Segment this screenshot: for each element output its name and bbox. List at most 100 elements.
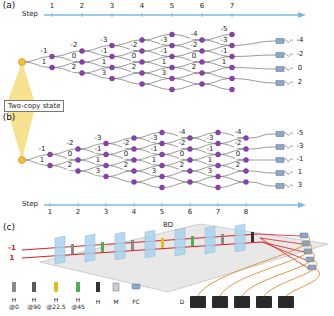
beam-path [106,160,134,166]
beam-path [106,166,134,172]
step-number: 2 [76,209,80,216]
beam-path [22,160,50,166]
beam-path [162,182,190,188]
splitter-dot [216,185,221,190]
splitter-dot [80,71,85,76]
beam-path [232,55,276,57]
beam [258,234,308,268]
position-label: 0 [191,53,197,60]
position-label: 2 [123,162,129,169]
splitter-dot [216,141,221,146]
order-label: -1 [8,245,16,252]
beam-path [22,57,52,63]
beam-path [78,160,106,166]
step-tick [50,203,51,207]
beam-path [142,73,172,79]
splitter-dot [230,32,235,37]
beam-path [50,166,78,172]
step-tick [162,203,163,207]
beam-path [172,57,202,63]
position-label: 2 [235,162,241,169]
position-label: -2 [130,42,139,49]
position-label: 2 [179,162,185,169]
step-tick [172,13,173,17]
coupler [276,171,284,176]
splitter-dot [216,130,221,135]
beam-displacer [55,224,245,264]
order-label: 1 [10,255,15,262]
part-label: BD [163,222,173,229]
beam-path [106,171,134,177]
beam-path [52,51,82,57]
position-label: -1 [40,48,49,55]
output-label: -3 [297,143,304,150]
beam-path [218,182,246,188]
position-label: -4 [190,31,199,38]
beam-path [134,155,162,161]
beam-path [142,57,172,63]
splitter-dot [160,141,165,146]
position-label: -1 [220,48,229,55]
splitter-dot [216,174,221,179]
splitter-dot [50,65,55,70]
position-label: 0 [131,53,137,60]
position-label: -3 [100,37,109,44]
beam-path [106,149,134,155]
step-number: 7 [216,209,220,216]
beam-path [202,79,232,85]
splitter-dot [230,87,235,92]
fiber-coil [284,185,293,188]
beam-path [190,177,218,183]
splitter-dot [170,54,175,59]
coupler [276,53,284,58]
beam-path [232,68,276,70]
beam-path [50,155,78,161]
fiber [198,236,319,296]
step-tick [202,13,203,17]
step-label: Step [22,11,38,18]
splitter-dot [170,32,175,37]
legend-item: M [113,299,118,306]
splitter-dot [132,136,137,141]
position-label: 1 [221,59,227,66]
beam-path [202,68,232,74]
position-label: 0 [179,151,185,158]
coupler [276,39,284,44]
position-label: 2 [191,64,197,71]
beam-path [162,160,190,166]
splitter-dot [110,43,115,48]
position-label: -1 [150,146,159,153]
beam-path [82,57,112,63]
position-label: -2 [234,140,243,147]
beam-path [190,166,218,172]
legend-icons [12,282,140,292]
beam-path [78,155,106,161]
coupler [276,81,284,86]
beam-path [218,155,246,161]
splitter-dot [104,141,109,146]
coupler [276,184,284,189]
position-label: 2 [67,162,73,169]
panel-tag: (a) [3,1,16,10]
splitter-dot [188,147,193,152]
step-number: 4 [140,3,144,10]
beam-path [190,171,218,177]
arrow-head [298,12,306,18]
splitter-dot [160,163,165,168]
splitter-dot [132,169,137,174]
splitter-dot [48,163,53,168]
position-label: -2 [66,140,75,147]
splitter-dot [132,147,137,152]
beam-path [142,68,172,74]
beam-path [246,147,276,149]
splitter-dot [170,87,175,92]
splitter-dot [244,158,249,163]
beam-path [190,182,218,188]
beam-path [82,62,112,68]
fiber-coil [284,40,293,43]
arrow-head [298,202,306,208]
splitter-dot [160,174,165,179]
waveplates [71,232,254,254]
beam-path [232,79,276,84]
step-tick [78,203,79,207]
